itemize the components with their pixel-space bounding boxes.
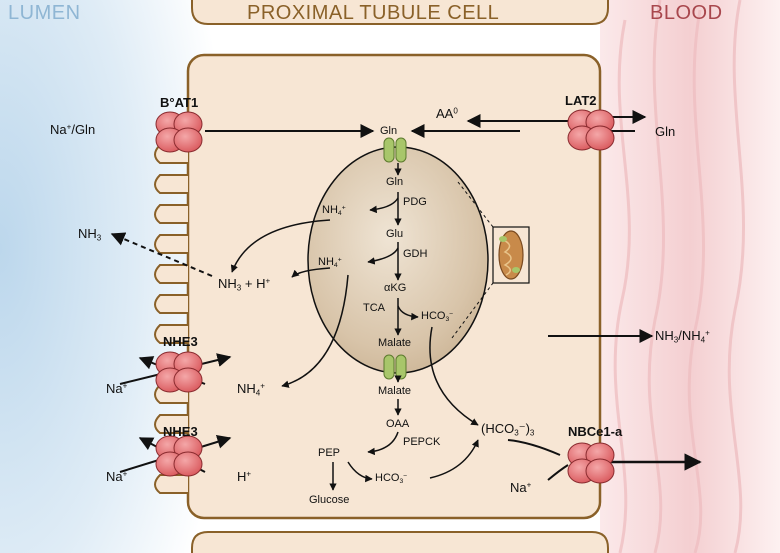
microvilli [154,144,188,494]
hco3-3-label: (HCO3⁻)3 [481,421,535,438]
na-nhe3-top-label: Na+ [106,381,128,396]
glu-label: Glu [386,228,404,240]
nh4-nhe3-label: NH4+ [237,381,265,398]
gdh-label: GDH [403,248,428,260]
arrow-hco33-nbce [507,439,561,456]
nhe3-bottom-label: NHE3 [163,424,198,439]
transporter-lat2 [567,109,615,151]
hco3-mito-label: HCO3− [421,310,454,324]
transporter-bat1 [155,111,203,153]
arrow-oaa-pep [367,431,399,456]
nh4-1-label: NH4+ [322,204,346,218]
tca-label: TCA [363,302,385,314]
h-nhe3-label: H+ [237,469,252,484]
gln-right-label: Gln [655,124,676,139]
nh4-2-label: NH4+ [318,256,342,270]
malate-cyto-label: Malate [378,385,412,397]
mito-channel-top [383,137,407,163]
nh3-nh4-blood-label: NH3/NH4+ [655,328,710,345]
transporter-nbce1 [567,442,615,484]
mito-thumbnail [498,230,524,280]
bat1-label: B°AT1 [160,95,199,110]
arrow-nh4-nh3-2 [291,267,331,278]
na-nhe3-bottom-label: Na+ [106,469,128,484]
pepck-label: PEPCK [403,436,441,448]
blood-header: BLOOD [650,2,723,24]
oaa-label: OAA [386,418,410,430]
transporter-nhe3-top [155,351,203,393]
gln-left-label: Gln [380,125,398,137]
gln-mito-label: Gln [386,176,404,188]
transporter-nhe3-bottom [155,435,203,477]
mito-channel-bottom [383,354,407,380]
hco3-cyto-label: HCO3− [375,472,408,486]
arrow-pep-hco3 [347,461,373,483]
na-gln-label: Na+/Gln [50,122,96,137]
mito-zoom-box [492,226,530,284]
malate-mito-label: Malate [378,337,412,349]
arrow-nh3-lumen [110,232,213,277]
arrow-tca-hco3 [397,305,419,321]
arrow-nh4-to-nhe3 [281,274,349,388]
na-nbce-label: Na+ [510,480,532,495]
pdg-label: PDG [403,196,427,208]
arrow-pdg-nh4 [369,197,399,214]
pep-label: PEP [318,447,341,459]
nhe3-top-label: NHE3 [163,334,198,349]
arrow-nh4-nh3-1 [230,219,331,273]
arrow-na-nbce [547,464,569,481]
akg-label: αKG [384,282,407,294]
nh3-h-label: NH3 + H+ [218,276,271,293]
nbce1-label: NBCe1-a [568,424,623,439]
upper-cell-fragment [191,0,609,25]
lower-cell-fragment [191,531,609,553]
cell-header: PROXIMAL TUBULE CELL [247,2,500,24]
aa0-label: AA0 [436,106,458,121]
arrow-mito-hco3-hco33 [429,326,479,426]
lumen-header: LUMEN [8,2,81,24]
glucose-label: Glucose [309,494,350,506]
arrow-gdh-nh4 [367,247,399,265]
lat2-label: LAT2 [565,93,597,108]
arrow-hco3-hco33 [429,439,479,479]
blood-waves [613,0,745,553]
nh3-lumen-label: NH3 [78,226,102,243]
